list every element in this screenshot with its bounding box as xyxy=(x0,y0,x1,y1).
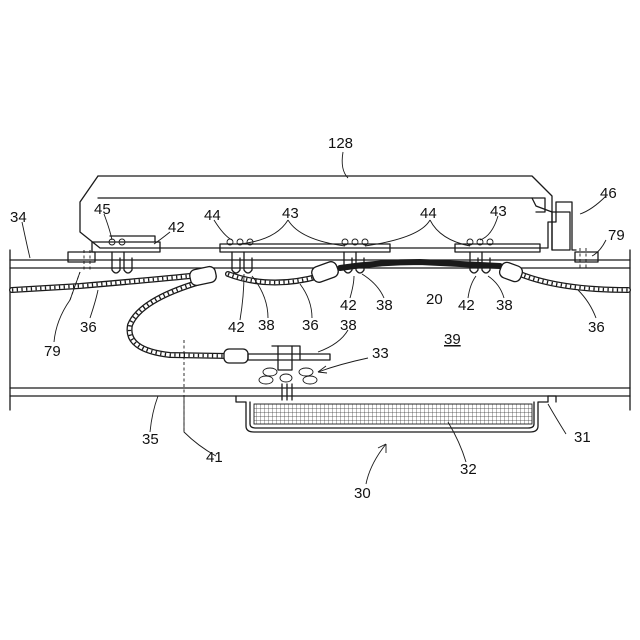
label-38-lower-left: 38 xyxy=(258,317,275,334)
label-46: 46 xyxy=(600,185,617,202)
label-38-mid: 38 xyxy=(376,297,393,314)
label-33: 33 xyxy=(372,345,389,362)
label-42-mid: 42 xyxy=(340,297,357,314)
label-36-mid: 36 xyxy=(302,317,319,334)
label-42-top: 42 xyxy=(168,219,185,236)
tray-31-flange xyxy=(548,396,556,402)
label-79-left: 79 xyxy=(44,343,61,360)
label-39: 39 xyxy=(444,331,461,348)
label-38-clip: 38 xyxy=(340,317,357,334)
plate-45 xyxy=(92,242,160,252)
mesh-32 xyxy=(254,404,532,424)
label-44-right: 44 xyxy=(420,205,437,222)
label-41: 41 xyxy=(206,449,223,466)
arrow-30 xyxy=(366,444,386,484)
label-42-right: 42 xyxy=(458,297,475,314)
label-79-right: 79 xyxy=(608,227,625,244)
plate-left xyxy=(110,236,155,242)
label-20: 20 xyxy=(426,291,443,308)
label-36-left: 36 xyxy=(80,319,97,336)
label-34: 34 xyxy=(10,209,27,226)
label-35: 35 xyxy=(142,431,159,448)
label-30: 30 xyxy=(354,485,371,502)
label-44-left: 44 xyxy=(204,207,221,224)
label-43-right: 43 xyxy=(490,203,507,220)
label-128: 128 xyxy=(328,135,353,152)
dash-79-right xyxy=(580,248,586,270)
label-45: 45 xyxy=(94,201,111,218)
label-42-lower-left: 42 xyxy=(228,319,245,336)
module-46-hook xyxy=(532,198,552,250)
label-32: 32 xyxy=(460,461,477,478)
label-36-right: 36 xyxy=(588,319,605,336)
label-31: 31 xyxy=(574,429,591,446)
label-38-right: 38 xyxy=(496,297,513,314)
label-43-center: 43 xyxy=(282,205,299,222)
fastener-33 xyxy=(248,346,330,400)
